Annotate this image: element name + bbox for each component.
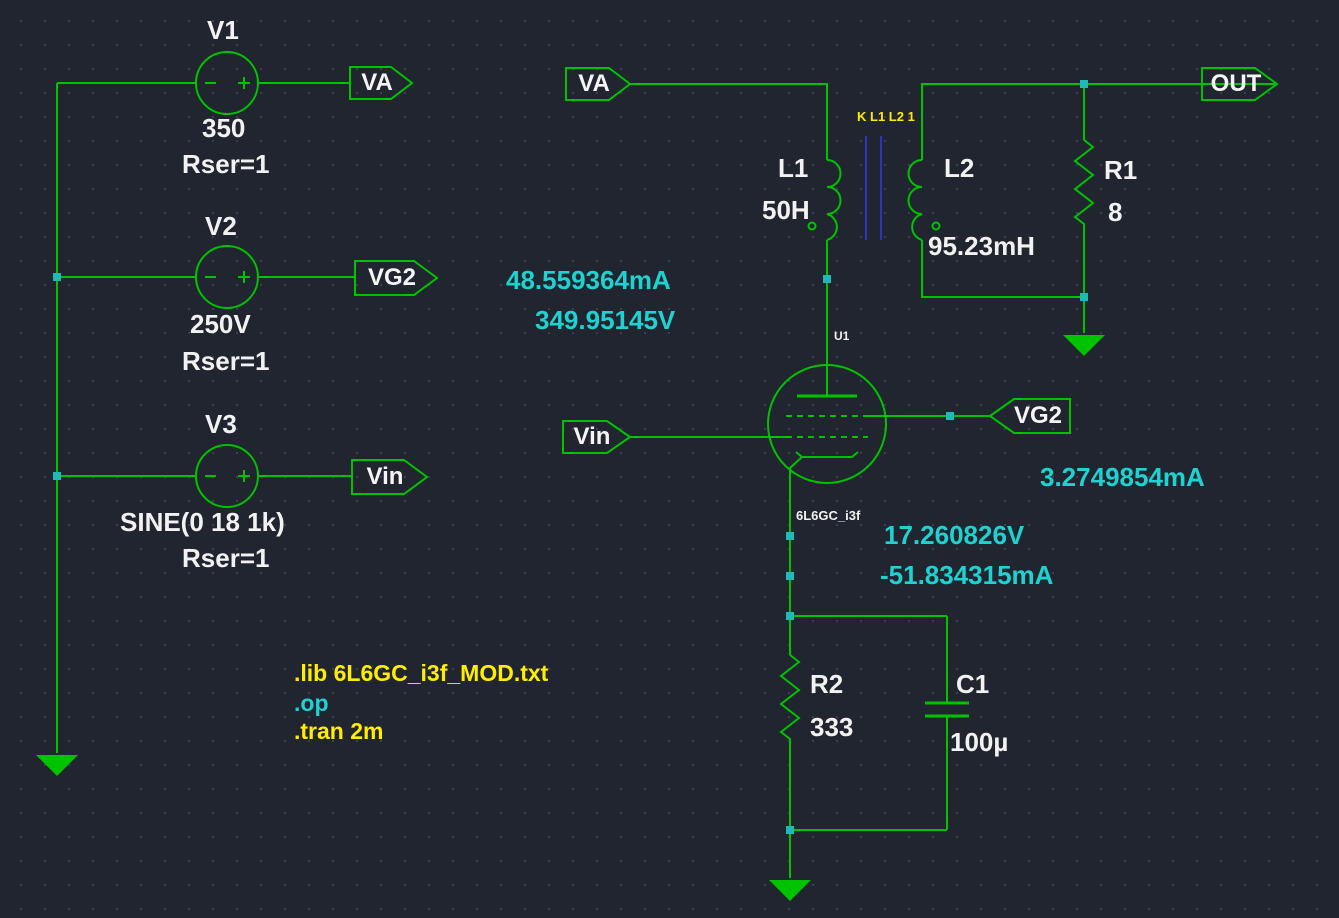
junctions	[53, 80, 1088, 834]
net-label-va-load[interactable]: VA	[578, 70, 610, 97]
resistor-r2[interactable]	[779, 654, 801, 745]
c1-value[interactable]: 100µ	[950, 727, 1009, 757]
c1-name[interactable]: C1	[956, 669, 990, 699]
v3-value[interactable]: SINE(0 18 1k)	[120, 507, 285, 537]
plus-mark	[238, 271, 250, 283]
junction-dot	[823, 275, 831, 283]
annotation-cathode-voltage[interactable]: 17.260826V	[884, 520, 1025, 550]
net-flag-vin-source[interactable]	[351, 459, 429, 495]
coil	[826, 159, 842, 241]
r1-value[interactable]: 8	[1108, 197, 1123, 227]
tube-cathode	[795, 451, 859, 458]
wire[interactable]	[921, 240, 1084, 298]
voltage-source-v3[interactable]	[195, 444, 259, 508]
inductor-l1[interactable]	[807, 159, 842, 241]
v1-value[interactable]: 350	[202, 113, 246, 143]
ground-symbol[interactable]	[769, 880, 811, 901]
voltage-source-v1[interactable]	[195, 51, 259, 115]
net-label-va-source[interactable]: VA	[361, 69, 393, 96]
l2-name[interactable]: L2	[944, 153, 975, 183]
net-label-vg2-screen[interactable]: VG2	[1013, 402, 1063, 429]
v2-name[interactable]: V2	[205, 211, 237, 241]
l2-value[interactable]: 95.23mH	[928, 231, 1035, 261]
junction-dot	[53, 273, 61, 281]
coil	[907, 159, 923, 241]
annotation-cathode-current[interactable]: -51.834315mA	[880, 560, 1054, 590]
tube-ref[interactable]: U1	[834, 329, 850, 343]
v1-name[interactable]: V1	[207, 15, 239, 45]
wire[interactable]	[630, 83, 828, 160]
junction-dot	[1080, 293, 1088, 301]
transformer-core	[865, 136, 882, 240]
net-flag-va-source[interactable]	[349, 66, 414, 100]
v3-name[interactable]: V3	[205, 409, 237, 439]
phase-dot-icon	[807, 221, 817, 231]
r1-name[interactable]: R1	[1104, 155, 1138, 185]
net-label-out[interactable]: OUT	[1210, 70, 1262, 97]
directive-op[interactable]: .op	[294, 690, 329, 716]
junction-dot	[786, 532, 794, 540]
junction-dot	[786, 826, 794, 834]
net-flag-va-load[interactable]	[565, 67, 632, 101]
net-flags	[349, 66, 1279, 495]
ground-symbol[interactable]	[36, 755, 78, 776]
v3-rser[interactable]: Rser=1	[182, 543, 270, 573]
junction-dot	[1080, 80, 1088, 88]
l1-value[interactable]: 50H	[762, 195, 810, 225]
inductor-l2[interactable]	[907, 159, 941, 241]
v2-value[interactable]: 250V	[190, 309, 251, 339]
plus-mark	[238, 77, 250, 89]
net-flag-vg2-screen[interactable]	[988, 398, 1071, 434]
annotation-plate-voltage[interactable]: 349.95145V	[535, 305, 676, 335]
capacitor-c1[interactable]	[925, 701, 969, 718]
resistor-r1[interactable]	[1073, 139, 1095, 229]
plus-mark	[238, 470, 250, 482]
voltage-source-v2[interactable]	[195, 245, 259, 309]
junction-dot	[946, 412, 954, 420]
grounds	[36, 335, 1105, 901]
tube-envelope	[767, 364, 887, 484]
annotation-plate-current[interactable]: 48.559364mA	[506, 265, 671, 295]
vacuum-tube-u1[interactable]	[767, 364, 887, 484]
r2-name[interactable]: R2	[810, 669, 844, 699]
tube-model[interactable]: 6L6GC_i3f	[796, 508, 861, 523]
net-label-vin-grid[interactable]: Vin	[573, 423, 611, 450]
directive-tran[interactable]: .tran 2m	[294, 718, 384, 744]
junction-dot	[786, 612, 794, 620]
ground-symbol[interactable]	[1063, 335, 1105, 356]
annotation-screen-current[interactable]: 3.2749854mA	[1040, 462, 1205, 492]
l1-name[interactable]: L1	[778, 153, 809, 183]
net-label-vin-source[interactable]: Vin	[366, 463, 404, 490]
v1-rser[interactable]: Rser=1	[182, 149, 270, 179]
directive-lib[interactable]: .lib 6L6GC_i3f_MOD.txt	[294, 660, 549, 686]
net-flag-vin-grid[interactable]	[562, 420, 632, 454]
junction-dot	[53, 472, 61, 480]
net-flag-vg2-source[interactable]	[354, 260, 439, 296]
wire[interactable]	[921, 83, 1277, 160]
wire[interactable]	[789, 456, 803, 616]
net-flag-out[interactable]	[1201, 67, 1279, 101]
phase-dot-icon	[931, 221, 941, 231]
junction-dot	[786, 572, 794, 580]
coupling-statement[interactable]: K L1 L2 1	[857, 109, 915, 124]
v2-rser[interactable]: Rser=1	[182, 346, 270, 376]
r2-value[interactable]: 333	[810, 712, 854, 742]
net-label-vg2-source[interactable]: VG2	[367, 264, 417, 291]
